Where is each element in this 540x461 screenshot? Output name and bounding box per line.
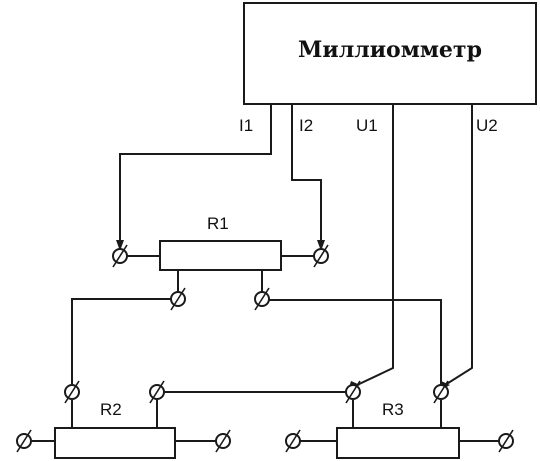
terminal-r3-top-right <box>433 380 449 404</box>
port-label-u2: U2 <box>476 116 498 135</box>
arrowhead-i1 <box>116 240 124 251</box>
interconnect-wires <box>71 298 442 393</box>
port-label-i1: I1 <box>239 116 253 135</box>
arrowhead-i2 <box>317 240 325 251</box>
terminal-r3-left <box>285 429 301 453</box>
r2-label: R2 <box>100 400 122 419</box>
milliohmmeter-title: Миллиомметр <box>298 37 482 63</box>
r3-label: R3 <box>382 400 404 419</box>
terminals <box>16 244 514 453</box>
terminal-r1-bottom-left <box>170 287 186 311</box>
lead-u1 <box>354 104 394 387</box>
terminal-r2-top-right <box>149 380 165 404</box>
port-label-u1: U1 <box>356 116 378 135</box>
lead-i1 <box>119 104 272 244</box>
r1-body <box>159 240 282 271</box>
wire-r1-to-r3 <box>261 299 442 384</box>
r3-body <box>336 427 460 459</box>
r2-body <box>54 427 176 459</box>
resistor-r3: R3 <box>300 400 498 459</box>
wire-r1-to-r2 <box>71 298 179 384</box>
resistor-r1: R1 <box>127 214 314 292</box>
port-label-i2: I2 <box>299 116 313 135</box>
terminal-r3-right <box>498 429 514 453</box>
terminal-r2-right <box>215 429 231 453</box>
milliohmmeter-box <box>243 2 537 105</box>
r1-label: R1 <box>207 214 229 233</box>
terminal-r2-left <box>16 429 32 453</box>
terminal-r2-top-left <box>64 380 80 404</box>
terminal-r1-right <box>313 244 329 268</box>
milliohmmeter: Миллиомметр <box>243 2 537 105</box>
lead-u2 <box>444 104 473 386</box>
lead-i2 <box>291 104 322 244</box>
terminal-r1-left <box>112 244 128 268</box>
resistor-r2: R2 <box>32 400 216 459</box>
terminal-r1-bottom-right <box>254 287 270 311</box>
terminal-r3-top-left <box>345 380 361 404</box>
